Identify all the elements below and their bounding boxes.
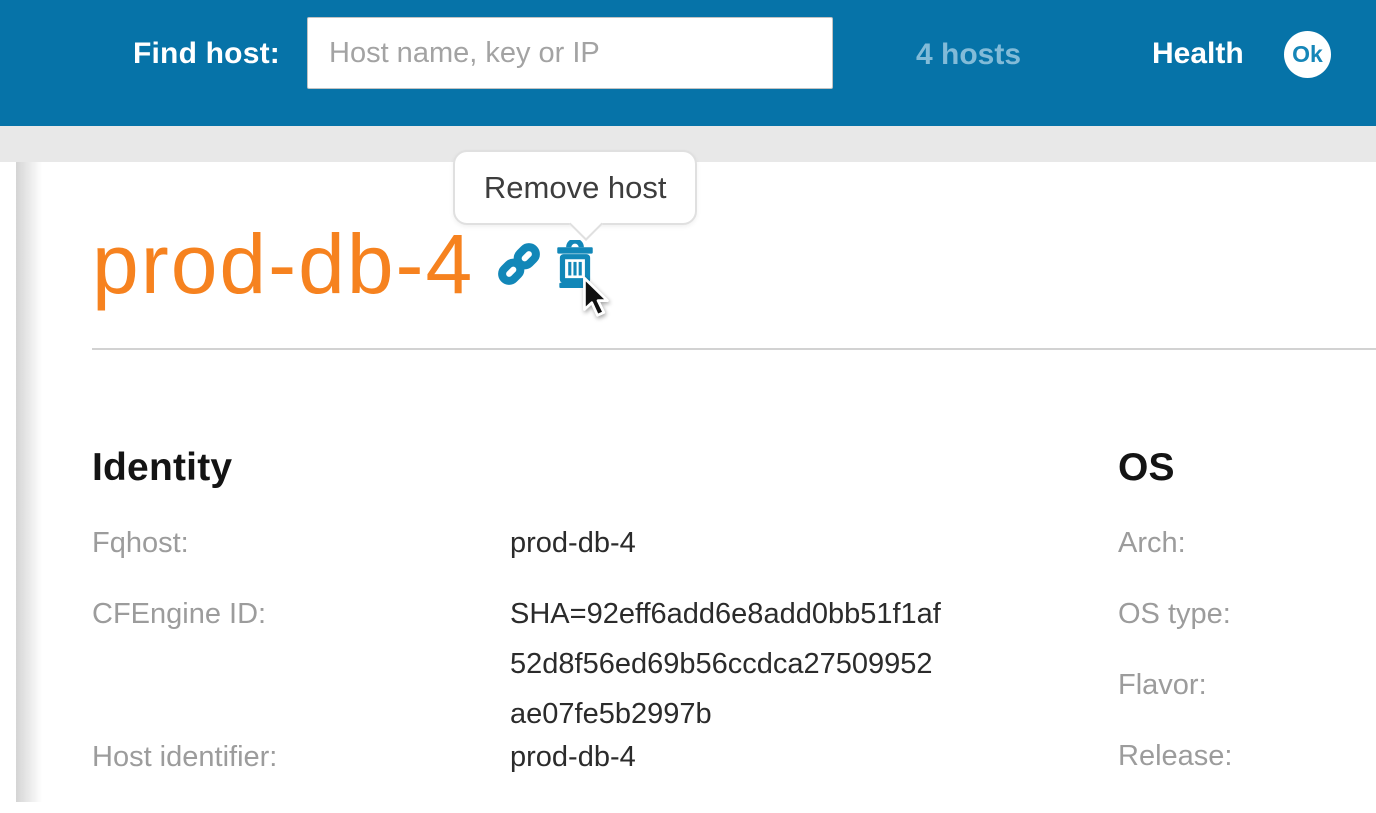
arch-label: Arch:: [1118, 527, 1186, 559]
fqhost-value: prod-db-4: [510, 527, 636, 559]
info-row-arch: Arch:: [1118, 528, 1376, 558]
identity-section: Identity Fqhost: prod-db-4 CFEngine ID: …: [92, 446, 1092, 813]
flavor-label: Flavor:: [1118, 669, 1207, 701]
tooltip-remove-host: Remove host: [453, 150, 698, 226]
info-row-flavor: Flavor:: [1118, 670, 1376, 700]
hosts-count-link[interactable]: 4 hosts: [916, 38, 1022, 71]
identity-heading: Identity: [92, 446, 233, 489]
cfengine-id-line-1: SHA=92eff6add6e8add0bb51f1af: [510, 598, 941, 630]
panel-left-shadow: [16, 162, 42, 802]
title-divider: [92, 348, 1376, 350]
info-row-host-identifier: Host identifier: prod-db-4: [92, 742, 1092, 772]
os-heading: OS: [1118, 446, 1175, 489]
info-row-cfengine-id: CFEngine ID: SHA=92eff6add6e8add0bb51f1a…: [92, 599, 1092, 729]
cfengine-id-line-3: ae07fe5b2997b: [510, 698, 712, 730]
info-row-fqhost: Fqhost: prod-db-4: [92, 528, 1092, 558]
tooltip-text: Remove host: [483, 169, 667, 205]
ok-circle-badge: Ok: [1284, 31, 1331, 78]
trash-icon: [557, 240, 593, 289]
cfengine-id-label: CFEngine ID:: [92, 598, 267, 630]
os-type-label: OS type:: [1118, 598, 1231, 630]
host-title: prod-db-4: [92, 217, 475, 311]
remove-host-button[interactable]: Remove host: [453, 150, 698, 317]
host-title-row: prod-db-4 Remove host: [92, 150, 698, 317]
info-row-release: Release:: [1118, 741, 1376, 771]
find-host-label: Find host:: [133, 37, 280, 70]
host-identifier-label: Host identifier:: [92, 741, 278, 773]
cfengine-id-value: SHA=92eff6add6e8add0bb51f1af 52d8f56ed69…: [510, 599, 941, 729]
fqhost-label: Fqhost:: [92, 527, 189, 559]
top-navbar: Find host: 4 hosts Health Ok: [0, 0, 1376, 126]
health-label: Health: [1152, 37, 1244, 70]
copy-link-button[interactable]: [498, 243, 541, 286]
release-label: Release:: [1118, 740, 1233, 772]
cfengine-id-line-2: 52d8f56ed69b56ccdca27509952: [510, 648, 933, 680]
os-section: OS Arch: OS type: Flavor: Release:: [1118, 446, 1376, 812]
host-search-input[interactable]: [307, 17, 833, 89]
host-identifier-value: prod-db-4: [510, 741, 636, 773]
chain-link-icon: [498, 243, 541, 286]
info-row-os-type: OS type:: [1118, 599, 1376, 629]
